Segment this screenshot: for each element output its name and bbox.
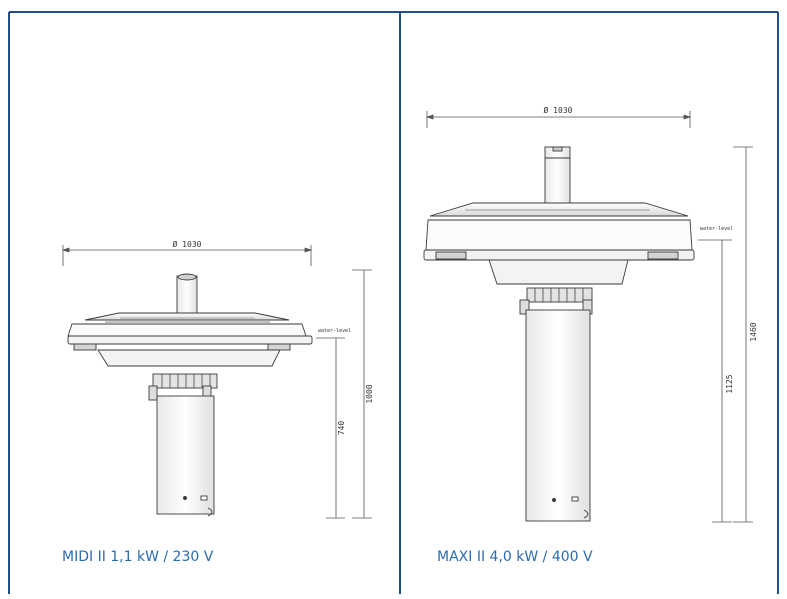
top-column [176,275,198,317]
maxi-aerator-drawing [423,146,695,522]
float-bowl [97,349,281,367]
draft-tube [156,395,215,515]
dome-cover [429,202,689,217]
maxi-caption: MAXI II 4,0 kW / 400 V [437,549,593,565]
float-rim [67,335,313,345]
midi-aerator-drawing [67,273,313,517]
float-rim [425,219,693,251]
maxi-height-label: 1460 [749,322,758,341]
panel-frame [8,11,779,594]
midi-dimensions [61,245,372,519]
midi-submerged-label: 740 [337,421,346,436]
midi-height-label: 1000 [365,384,374,403]
float-bowl [488,259,629,285]
draft-tube [525,309,591,522]
midi-diameter-label: Ø 1030 [173,239,202,249]
midi-caption: MIDI II 1,1 kW / 230 V [62,549,214,565]
top-column [544,146,571,205]
motor-flange [152,373,218,389]
motor-flange [526,287,593,303]
maxi-diameter-label: Ø 1030 [544,105,573,115]
maxi-submerged-label: 1125 [725,374,734,393]
maxi-water-level-label: water-level [700,226,733,232]
dome-cover [84,312,290,321]
midi-water-level-label: water-level [318,328,351,334]
maxi-dimensions [425,111,753,523]
